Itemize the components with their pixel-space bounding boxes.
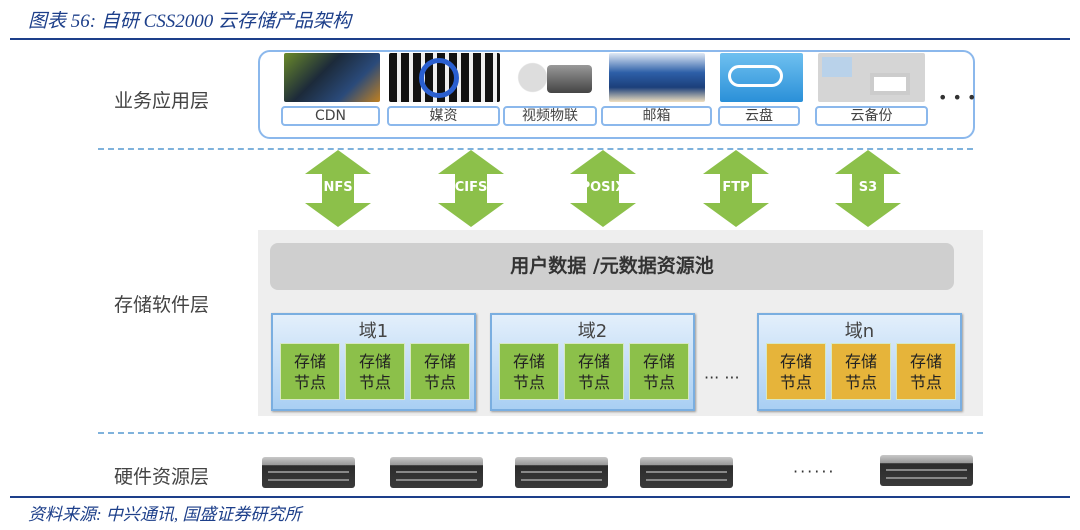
cdn-image — [284, 53, 380, 102]
protocol-label: FTP — [722, 180, 750, 195]
server-more-ellipsis: ······ — [793, 462, 836, 481]
app-more-ellipsis: • • • — [938, 88, 977, 107]
domain-name: 域2 — [577, 321, 608, 342]
app-label-cloud-disk: 云盘 — [718, 106, 800, 126]
protocol-label: NFS — [323, 180, 353, 195]
server-icon — [262, 457, 355, 488]
cloud-disk-image — [720, 53, 803, 102]
mailbox-image — [609, 53, 705, 102]
server-icon — [390, 457, 483, 488]
storage-node: 存储节点 — [345, 343, 405, 400]
storage-node: 存储节点 — [499, 343, 559, 400]
figure-title: 图表 56: 自研 CSS2000 云存储产品架构 — [28, 11, 352, 32]
storage-node: 存储节点 — [896, 343, 956, 400]
protocol-arrow-cifs: CIFS — [438, 150, 504, 227]
domain-n: 域n 存储节点 存储节点 存储节点 — [757, 313, 962, 411]
cloud-backup-image — [818, 53, 925, 102]
storage-node: 存储节点 — [766, 343, 826, 400]
camera-image — [505, 53, 597, 102]
protocol-label: CIFS — [454, 180, 488, 195]
protocol-arrow-posix: POSIX — [570, 150, 636, 227]
server-icon — [515, 457, 608, 488]
resource-pool: 用户数据 /元数据资源池 — [270, 243, 954, 290]
app-label-media: 媒资 — [387, 106, 500, 126]
protocol-label: POSIX — [580, 180, 626, 195]
storage-node: 存储节点 — [831, 343, 891, 400]
storage-node: 存储节点 — [280, 343, 340, 400]
protocol-arrow-ftp: FTP — [703, 150, 769, 227]
protocol-arrow-s3: S3 — [835, 150, 901, 227]
server-icon — [640, 457, 733, 488]
layer-divider — [98, 148, 973, 150]
protocol-arrow-nfs: NFS — [305, 150, 371, 227]
media-image — [389, 53, 500, 102]
protocol-label: S3 — [858, 180, 878, 195]
server-icon — [880, 455, 973, 486]
app-label-video-iot: 视频物联 — [503, 106, 597, 126]
domain-name: 域1 — [358, 321, 389, 342]
application-layer-box — [258, 50, 975, 139]
storage-node: 存储节点 — [564, 343, 624, 400]
title-rule — [10, 38, 1070, 40]
source-note: 资料来源: 中兴通讯, 国盛证券研究所 — [28, 505, 302, 524]
domain-2: 域2 存储节点 存储节点 存储节点 — [490, 313, 695, 411]
storage-node: 存储节点 — [629, 343, 689, 400]
source-rule — [10, 496, 1070, 498]
app-label-cdn: CDN — [281, 106, 380, 126]
domain-1: 域1 存储节点 存储节点 存储节点 — [271, 313, 476, 411]
domain-more-ellipsis: ··· ··· — [704, 368, 740, 387]
app-label-mailbox: 邮箱 — [601, 106, 712, 126]
domain-name: 域n — [844, 321, 875, 342]
app-label-cloud-backup: 云备份 — [815, 106, 928, 126]
layer-label-storage: 存储软件层 — [114, 294, 210, 316]
layer-label-app: 业务应用层 — [114, 90, 210, 112]
storage-node: 存储节点 — [410, 343, 470, 400]
layer-label-hardware: 硬件资源层 — [114, 466, 210, 488]
layer-divider — [98, 432, 983, 434]
